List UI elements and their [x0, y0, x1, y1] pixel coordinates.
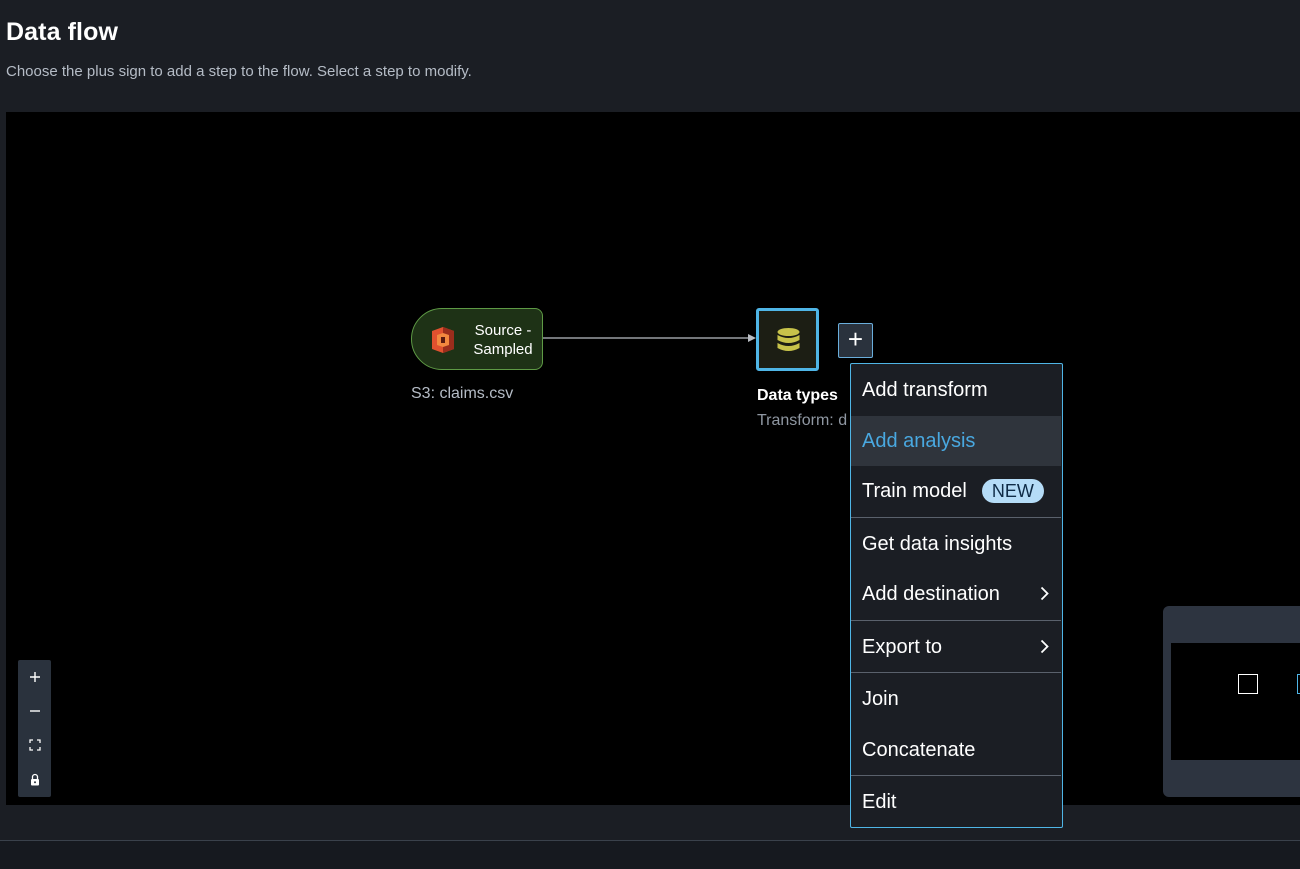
- source-node[interactable]: Source - Sampled: [411, 308, 543, 370]
- page-subtitle: Choose the plus sign to add a step to th…: [6, 63, 472, 80]
- minimap-node-transform: [1297, 674, 1300, 694]
- database-icon: [777, 328, 800, 351]
- menu-item-label: Concatenate: [862, 738, 976, 761]
- add-step-menu: Add transform Add analysis Train model N…: [850, 363, 1063, 828]
- zoom-controls: [18, 660, 51, 797]
- menu-item-label: Edit: [862, 790, 897, 813]
- s3-bucket-icon: [432, 327, 454, 353]
- zoom-out-button[interactable]: [18, 694, 51, 728]
- menu-item-label: Add transform: [862, 378, 988, 401]
- menu-item-label: Get data insights: [862, 532, 1013, 555]
- menu-item-export-to[interactable]: Export to: [851, 622, 1061, 672]
- menu-item-train-model[interactable]: Train model NEW: [851, 466, 1061, 516]
- chevron-right-icon: [1040, 586, 1049, 601]
- chevron-right-icon: [1040, 639, 1049, 654]
- lock-button[interactable]: [18, 762, 51, 796]
- menu-divider: [851, 775, 1061, 776]
- new-badge: NEW: [981, 479, 1044, 503]
- menu-divider: [851, 620, 1061, 621]
- menu-item-label: Export to: [862, 635, 943, 658]
- menu-item-edit[interactable]: Edit: [851, 777, 1061, 827]
- menu-item-get-data-insights[interactable]: Get data insights: [851, 519, 1061, 569]
- menu-item-add-transform[interactable]: Add transform: [851, 365, 1061, 415]
- menu-item-concatenate[interactable]: Concatenate: [851, 725, 1061, 775]
- minimap-viewport: [1171, 643, 1300, 760]
- fit-view-button[interactable]: [18, 728, 51, 762]
- zoom-in-button[interactable]: [18, 660, 51, 694]
- menu-item-label: Add destination: [862, 582, 1000, 605]
- transform-node-subtitle: Transform: d: [757, 412, 847, 429]
- menu-item-label: Train model: [862, 479, 967, 502]
- flow-edge: [543, 334, 756, 342]
- source-node-caption: S3: claims.csv: [411, 385, 514, 402]
- add-step-button[interactable]: +: [838, 323, 873, 358]
- minimap[interactable]: [1163, 606, 1300, 797]
- menu-divider: [851, 517, 1061, 518]
- transform-node-title: Data types: [757, 387, 838, 404]
- menu-item-label: Join: [862, 687, 899, 710]
- menu-item-join[interactable]: Join: [851, 674, 1061, 724]
- menu-divider: [851, 672, 1061, 673]
- flow-canvas[interactable]: Source - Sampled S3: claims.csv Data typ…: [6, 112, 1300, 805]
- minimap-node-source: [1238, 674, 1258, 694]
- transform-node[interactable]: [756, 308, 819, 371]
- menu-item-add-analysis[interactable]: Add analysis: [851, 416, 1061, 466]
- fit-view-icon: [28, 739, 41, 751]
- source-node-label: Source - Sampled: [473, 322, 533, 358]
- zoom-in-icon: [29, 672, 40, 682]
- lock-icon: [30, 773, 39, 785]
- page-title: Data flow: [6, 18, 119, 46]
- menu-item-add-destination[interactable]: Add destination: [851, 569, 1061, 619]
- zoom-out-icon: [29, 710, 40, 712]
- menu-item-label: Add analysis: [862, 429, 976, 452]
- bottom-status-bar: [0, 840, 1300, 869]
